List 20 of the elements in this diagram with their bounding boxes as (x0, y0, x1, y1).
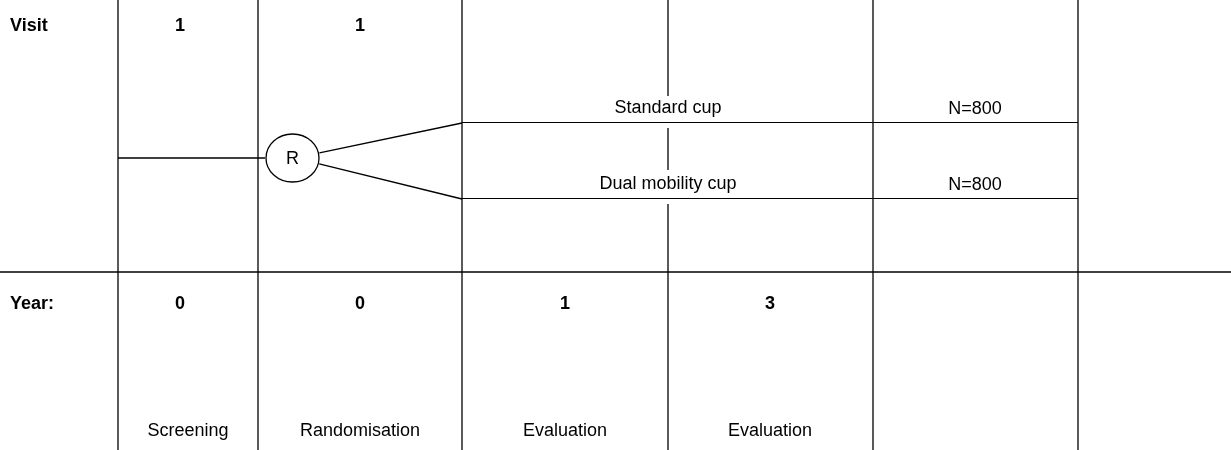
table-value: 1 (355, 14, 365, 36)
phase-label: Evaluation (727, 419, 813, 441)
table-value: 3 (765, 292, 775, 314)
connector-line (318, 163, 463, 200)
table-value: 1 (175, 14, 185, 36)
sample-size: N=800 (948, 173, 1002, 195)
row-header: Year: (10, 292, 55, 314)
phase-label: Evaluation (522, 419, 608, 441)
table-value: 1 (560, 292, 570, 314)
arm-label: Dual mobility cup (599, 173, 737, 194)
table-value: 0 (175, 292, 185, 314)
randomisation-circle: R (265, 133, 320, 183)
row-header: Visit (10, 14, 48, 36)
arm-label: Standard cup (614, 97, 722, 118)
phase-label: Randomisation (299, 419, 421, 441)
connector-line (117, 157, 266, 159)
connector-line (318, 122, 463, 154)
sample-size: N=800 (948, 97, 1002, 119)
phase-label: Screening (147, 419, 229, 441)
table-value: 0 (355, 292, 365, 314)
